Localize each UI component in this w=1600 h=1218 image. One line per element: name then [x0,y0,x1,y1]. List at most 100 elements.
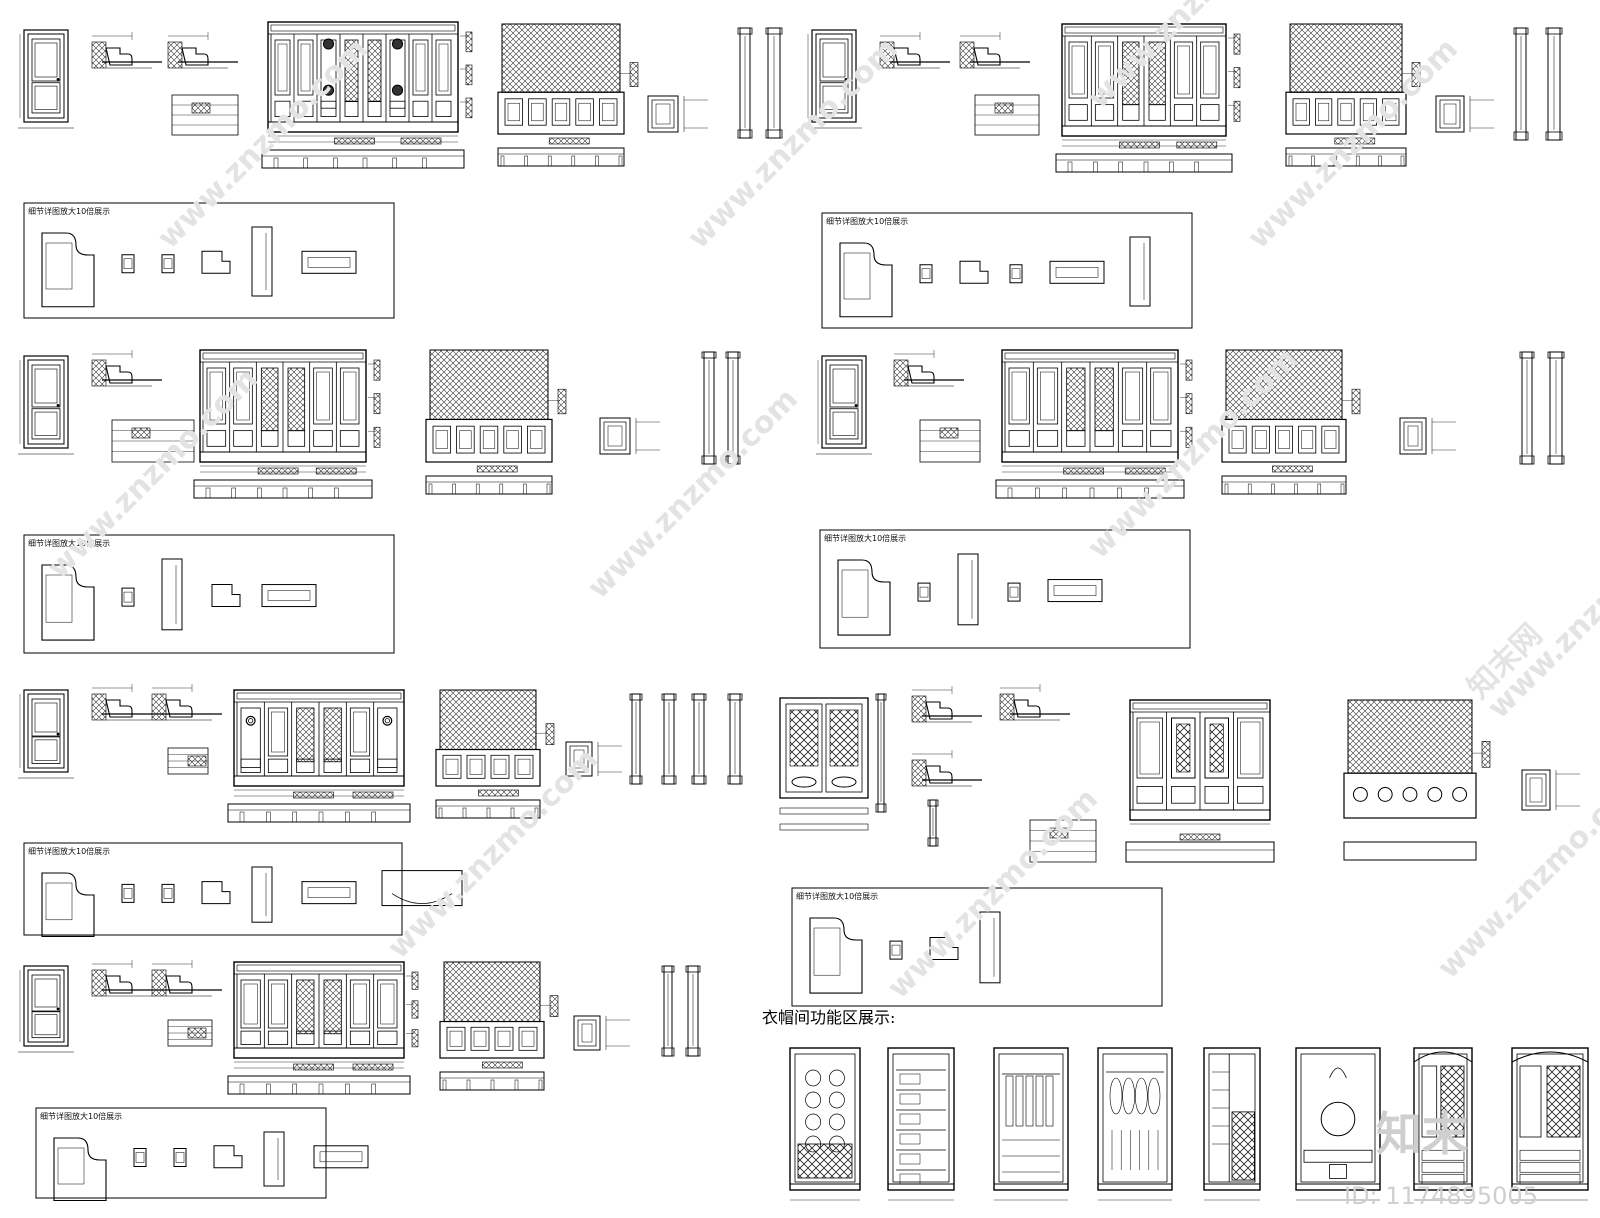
detail-enlarged-box [23,534,395,654]
door-elevation [18,29,74,129]
column-elevation [685,965,701,1057]
detail-box-title: 细节详图放大10倍展示 [28,206,110,216]
door-elevation [806,29,862,129]
cabinet-detail [573,1015,630,1051]
cabinet-detail [565,741,622,777]
id-watermark: ID: 1174895005 [1344,1182,1538,1210]
wardrobe-elevation [1295,1047,1381,1201]
detail-enlarged-box [821,212,1193,329]
column-elevation [661,693,677,785]
cabinet-detail [1521,769,1580,811]
mesh-wall-elevation [497,23,639,167]
legend-table [974,94,1040,136]
wall-panel-elevation [995,349,1193,499]
section-detail [91,960,162,997]
column-elevation [691,693,707,785]
section-detail [91,684,162,721]
detail-enlarged-box [23,842,463,937]
detail-box-title: 细节详图放大10倍展示 [40,1111,122,1121]
brand-logo-text: 知末 [1376,1107,1468,1161]
column-elevation [1545,27,1563,141]
column-elevation [1513,27,1529,141]
section-detail [959,32,1030,69]
mesh-wall-elevation [439,961,559,1091]
legend-table [167,1019,213,1047]
cabinet-detail [647,95,708,133]
cabinet-detail [1399,417,1456,455]
detail-box-title: 细节详图放大10倍展示 [826,216,908,226]
detail-enlarged-box [819,529,1191,649]
cabinet-detail [599,417,660,455]
section-detail [879,32,950,69]
site-watermark: www.znzmo.com [881,782,1105,1006]
detail-box-title: 细节详图放大10倍展示 [824,533,906,543]
drawing-layer [18,21,1589,1202]
section-detail [999,684,1070,721]
door-elevation [18,689,74,779]
wall-panel-elevation [1055,23,1241,173]
legend-table [167,747,209,775]
wardrobe-elevation [887,1047,955,1201]
detail-enlarged-box [23,202,395,319]
wall-plan [1343,841,1477,861]
column-elevation [725,351,741,465]
column-elevation [1519,351,1535,465]
legend-table [171,94,239,136]
wall-panel-elevation [193,349,381,499]
section-detail [151,684,222,721]
site-watermark: www.znzmo.com [41,362,265,586]
wall-panel-elevation [227,689,411,823]
detail-box-title: 细节详图放大10倍展示 [28,846,110,856]
mesh-wall-elevation [435,689,555,819]
wardrobe-elevation [993,1047,1069,1201]
detail-box-title: 细节详图放大10倍展示 [796,891,878,901]
column-elevation [875,693,887,813]
wall-plan [1125,833,1275,863]
column-elevation [765,27,783,139]
wardrobe-elevation [1413,1047,1473,1201]
section-detail [151,960,222,997]
column-elevation [927,799,939,847]
column-elevation [701,351,717,465]
section-detail [911,750,982,787]
door-elevation [816,355,872,455]
detail-enlarged-box [791,887,1163,1007]
legend-table [919,419,981,463]
section-detail [167,32,238,69]
wall-panel-elevation [227,961,419,1095]
site-watermark: www.znzmo.com [1431,762,1600,986]
column-elevation [661,965,675,1057]
detail-enlarged-box [35,1107,369,1202]
column-elevation [629,693,643,785]
section-detail [893,350,964,387]
wardrobe-elevation [1203,1047,1261,1201]
section-detail [91,32,162,69]
mesh-wall-elevation [425,349,567,495]
cabinet-detail [1435,95,1494,133]
section-detail [911,686,982,723]
legend-table [1029,819,1097,863]
site-watermark: www.znzmo.com [1081,342,1305,566]
mesh-wall-elevation [1343,699,1491,819]
legend-table [111,419,195,463]
door-elevation [18,965,74,1053]
wardrobe-section-title: 衣帽间功能区展示: [762,1008,895,1027]
detail-box-title: 细节详图放大10倍展示 [28,538,110,548]
site-watermark: www.znzmo.com [581,382,805,606]
text-layer: 细节详图放大10倍展示细节详图放大10倍展示细节详图放大10倍展示细节详图放大1… [28,206,908,1121]
wall-panel-elevation [261,21,473,169]
column-elevation [727,693,743,785]
door-elevation [18,355,74,455]
site-watermark: www.znzmo.com [381,742,605,966]
wardrobe-elevation [789,1047,861,1201]
wardrobe-elevation [1511,1047,1589,1201]
section-detail [91,350,162,387]
wardrobe-elevation [1097,1047,1173,1201]
column-elevation [1547,351,1565,465]
wall-panel-elevation [1129,699,1271,825]
mesh-wall-elevation [1285,23,1421,167]
column-elevation [737,27,753,139]
double-door-elevation [779,697,869,831]
mesh-wall-elevation [1221,349,1361,495]
